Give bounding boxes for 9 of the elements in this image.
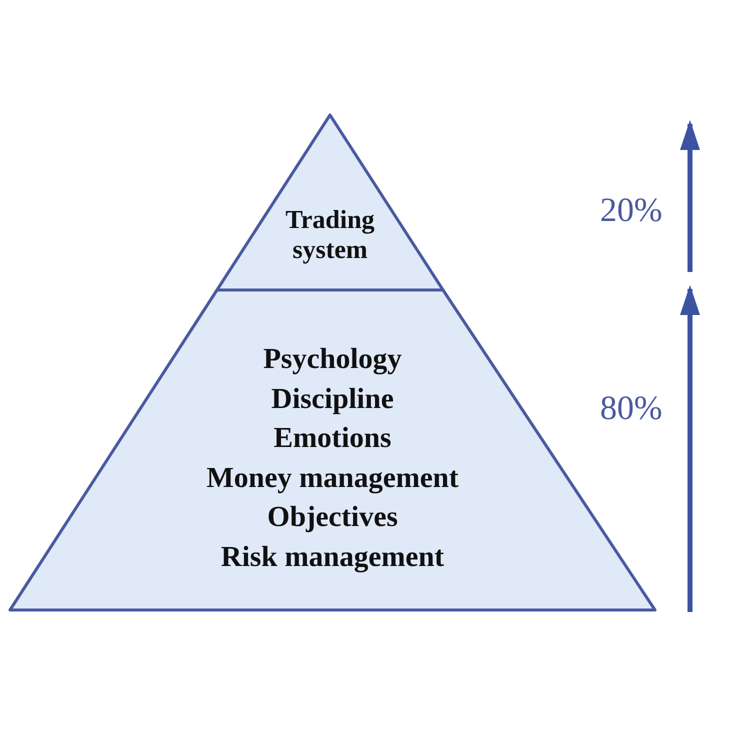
tier-label: Trading system bbox=[284, 205, 376, 265]
list-item: Risk management bbox=[220, 540, 444, 572]
list-item: Psychology bbox=[263, 343, 402, 375]
percentage-label: 20% bbox=[600, 192, 662, 230]
list-item: Money management bbox=[206, 462, 459, 494]
list-item: Discipline bbox=[271, 382, 394, 414]
list-item: Emotions bbox=[274, 422, 392, 454]
list-item: Objectives bbox=[267, 501, 398, 533]
percentage-label: 80% bbox=[600, 390, 662, 428]
